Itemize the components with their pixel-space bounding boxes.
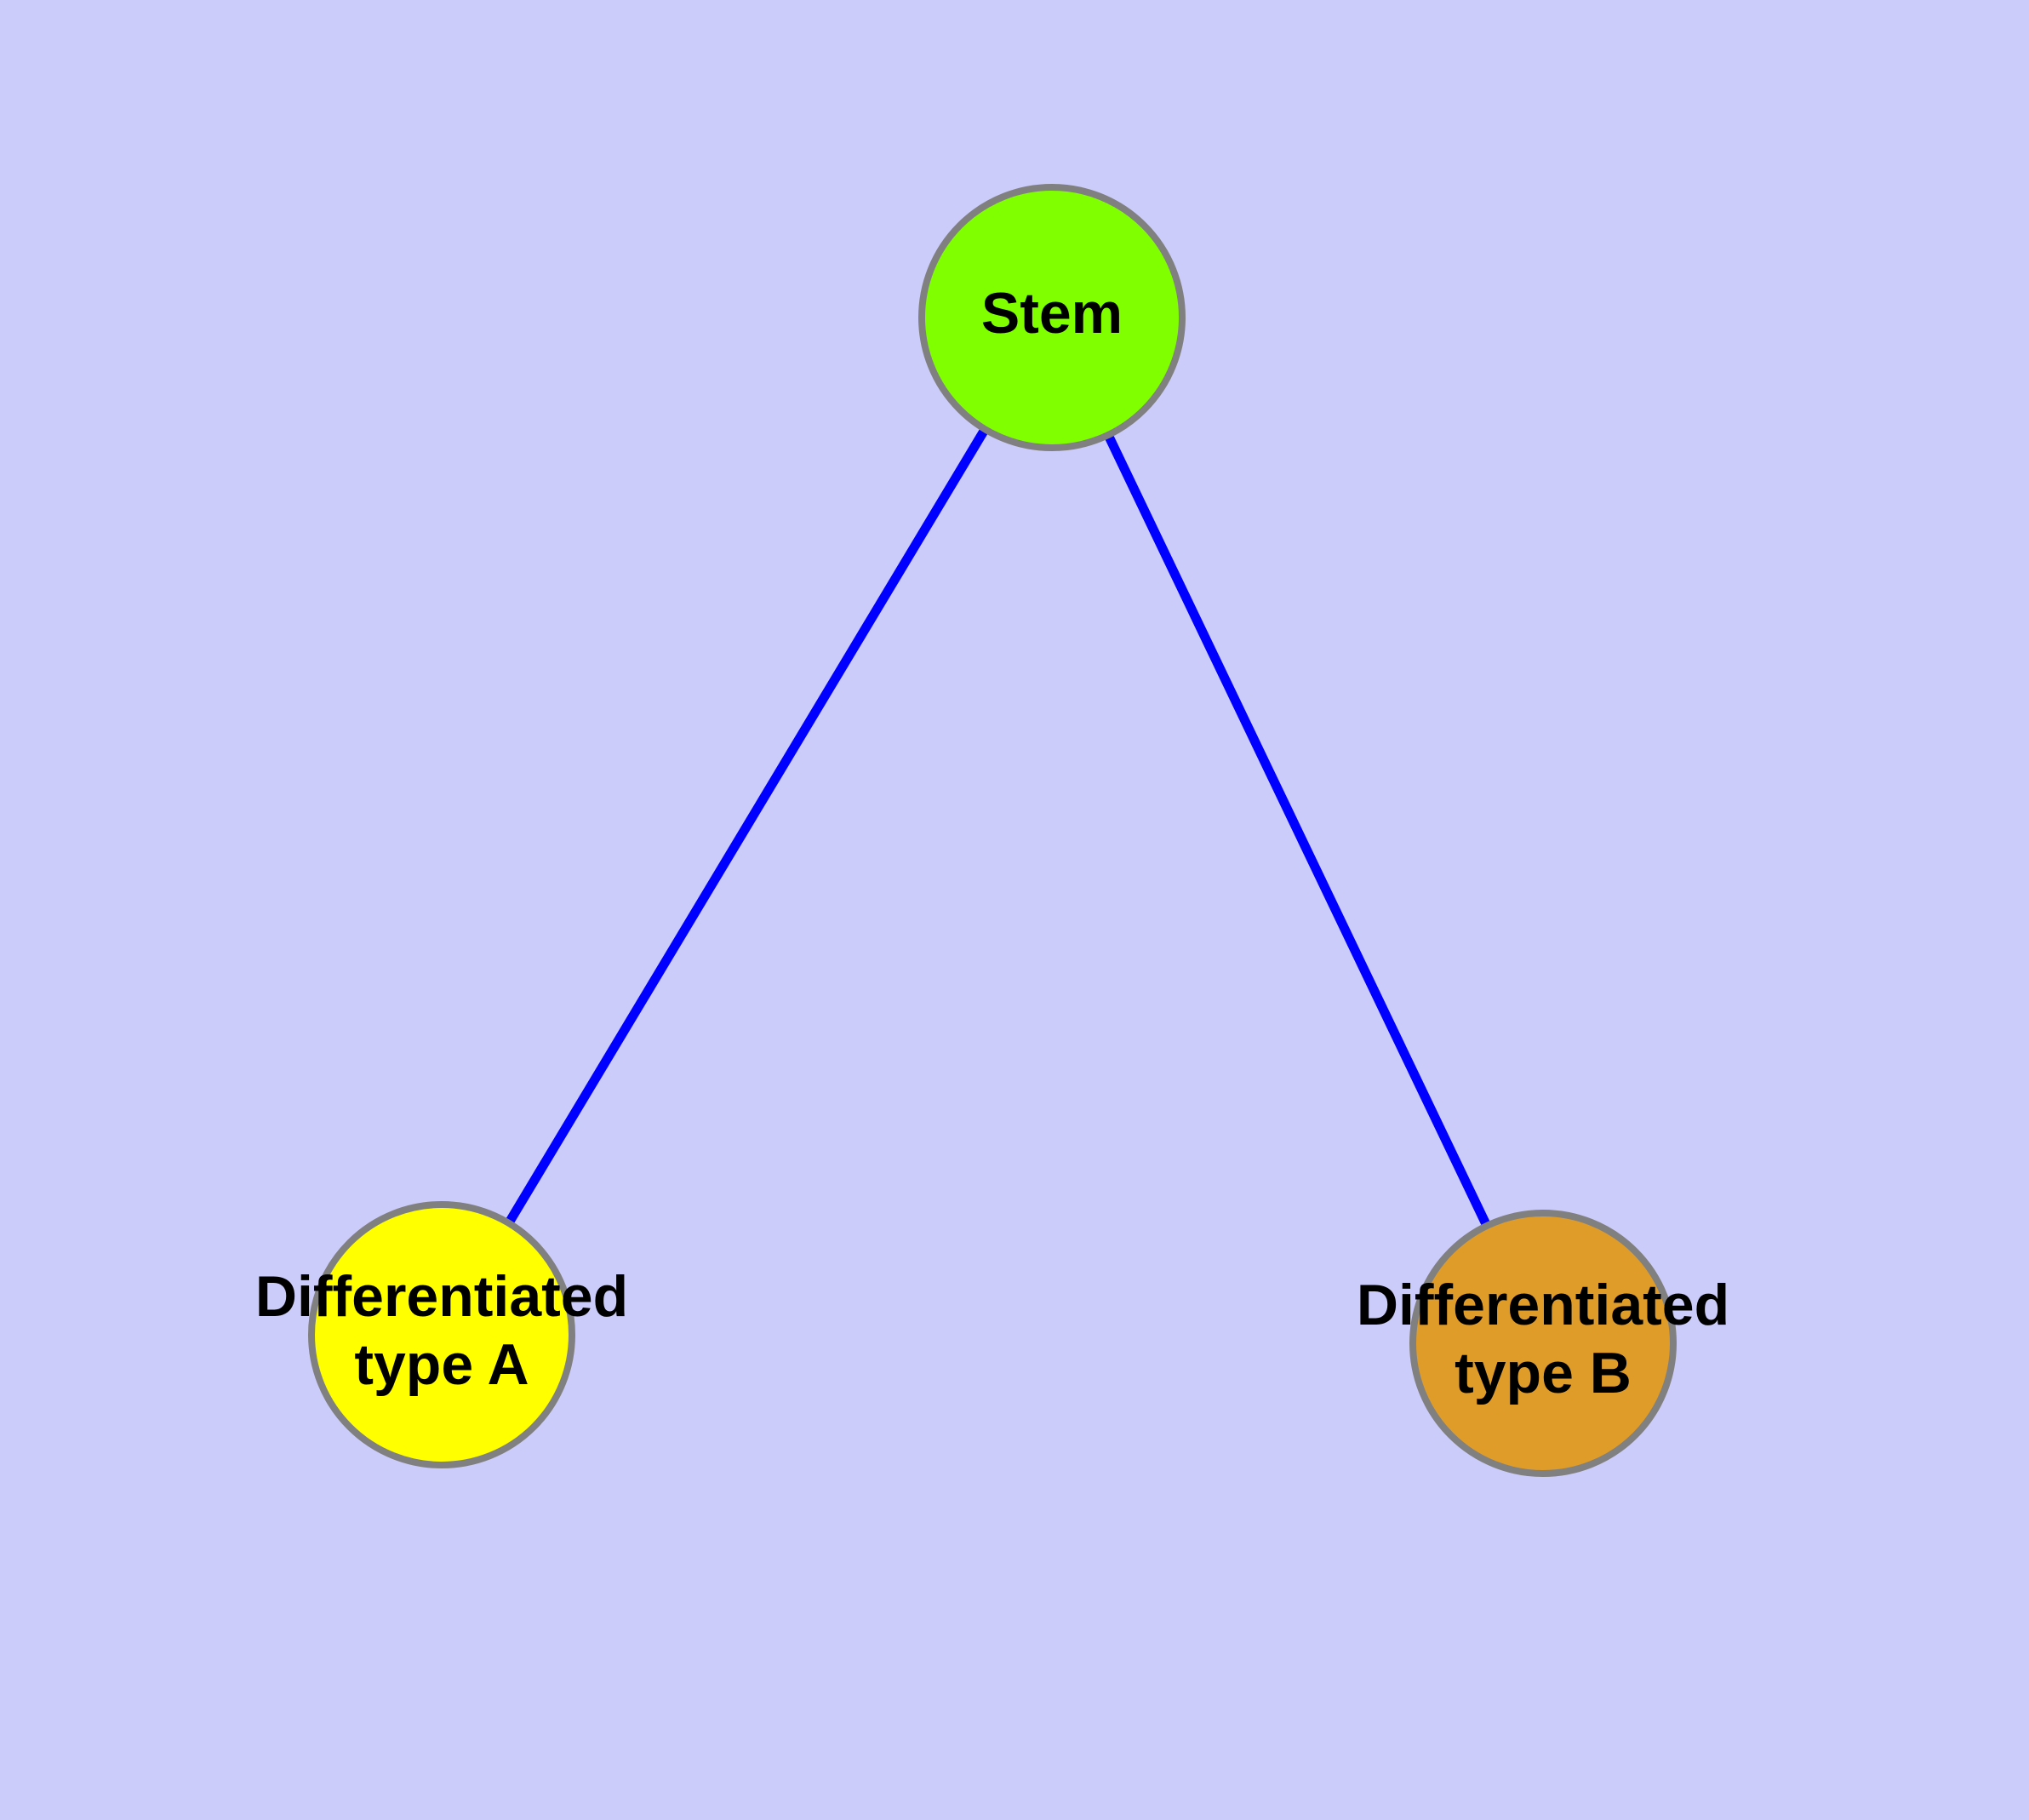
node-label-stem: Stem	[981, 281, 1123, 346]
node-label-line: Stem	[981, 281, 1123, 346]
node-label-line: Differentiated	[1357, 1273, 1729, 1337]
node-diff_a[interactable]	[308, 1201, 575, 1468]
node-stem[interactable]	[918, 184, 1186, 451]
node-label-line: Differentiated	[255, 1264, 628, 1329]
nodes-layer	[308, 184, 1677, 1477]
node-diff_b[interactable]	[1409, 1210, 1677, 1477]
edges-layer	[501, 422, 1494, 1233]
edge-stem-diff-b	[1101, 428, 1494, 1233]
node-label-line: type A	[354, 1332, 529, 1397]
node-label-line: type B	[1455, 1341, 1632, 1405]
edge-stem-diff-a	[501, 422, 992, 1230]
